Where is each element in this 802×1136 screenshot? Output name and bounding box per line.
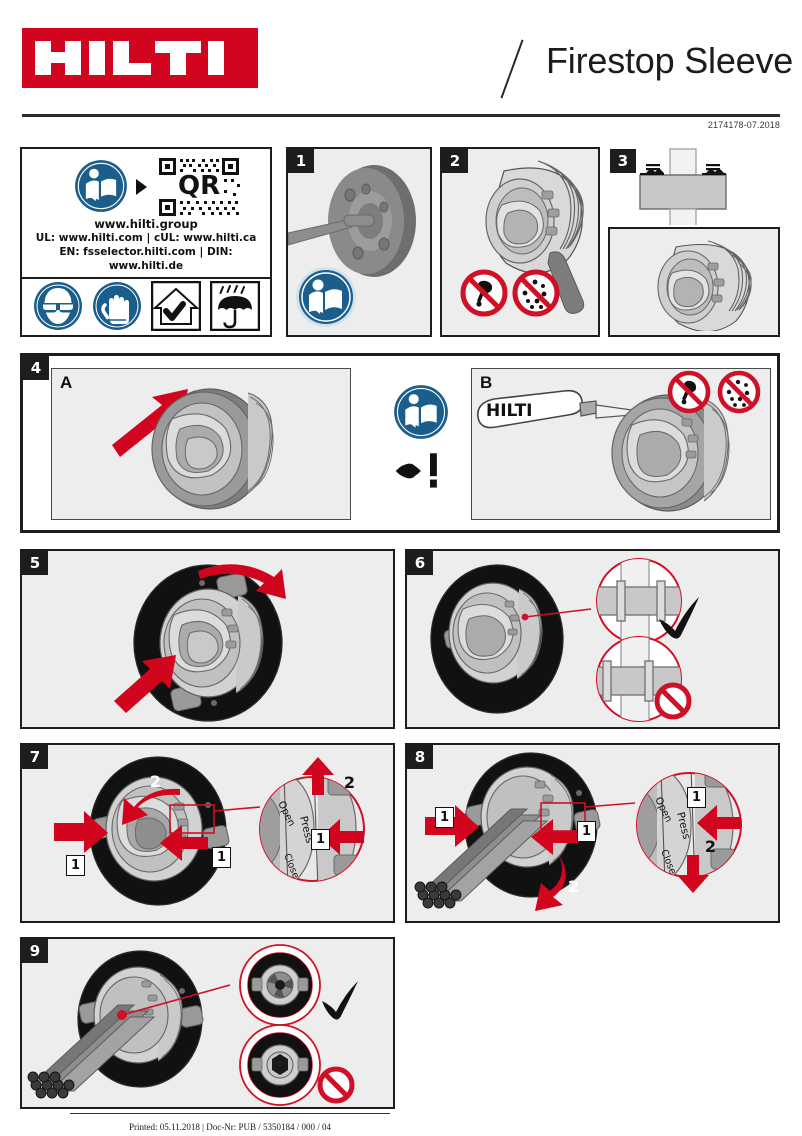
read-manual-icon xyxy=(75,160,127,212)
arrow-right-icon xyxy=(136,179,147,195)
ppe-icon-row xyxy=(22,277,270,335)
step-1-panel: 1 xyxy=(286,147,432,337)
document-number: 2174178-07.2018 xyxy=(707,120,780,130)
step-3-illustration xyxy=(657,240,752,331)
step-5-illustration xyxy=(114,564,286,722)
step-7-illustration: Open Press Close xyxy=(54,756,365,906)
step-7-panel: 7 xyxy=(20,743,395,923)
step-6-illustration xyxy=(430,558,699,722)
step-9-panel: 9 xyxy=(20,937,395,1109)
header-rule xyxy=(22,114,780,117)
step-4a-subpanel: A xyxy=(51,368,351,520)
url-ul-cul[interactable]: UL: www.hilti.com | cUL: www.hilti.ca xyxy=(35,232,257,244)
eye-warning-icon xyxy=(395,453,437,488)
footer: Printed: 05.11.2018 | Doc-Nr: PUB / 5350… xyxy=(70,1113,390,1135)
info-panel-top: QR www.hilti.group UL: www.hilti.com | c… xyxy=(22,149,270,279)
title-divider-slash xyxy=(500,39,524,99)
callout-1-left: 1 xyxy=(66,855,85,876)
step-6-panel: 6 xyxy=(405,549,780,729)
url-block: www.hilti.group UL: www.hilti.com | cUL:… xyxy=(22,217,270,273)
step-4-center-icons xyxy=(393,384,453,502)
callout-1-right: 1 xyxy=(212,847,231,868)
step-9-illustration xyxy=(27,944,358,1106)
callout-2-detail: 2 xyxy=(704,837,717,856)
keep-dry-icon xyxy=(209,281,260,331)
step-number-badge: 6 xyxy=(407,551,433,575)
hilti-tube-label: HILTI xyxy=(486,401,533,421)
step-2-panel: 2 xyxy=(440,147,600,337)
step-4b-illustration: HILTI xyxy=(477,370,761,512)
step-number-badge: 9 xyxy=(22,939,48,963)
callout-1-detail: 1 xyxy=(311,829,330,850)
hilti-logo xyxy=(22,28,258,88)
step-4b-subpanel: B HILTI xyxy=(471,368,771,520)
step-5-panel: 5 xyxy=(20,549,395,729)
callout-2-detail: 2 xyxy=(343,773,356,792)
page-header: Firestop Sleeve 2174178-07.2018 xyxy=(0,0,802,130)
qr-code-icon: QR xyxy=(158,157,244,217)
page-title: Firestop Sleeve xyxy=(546,40,794,81)
svg-text:QR: QR xyxy=(178,171,220,201)
callout-1-right: 1 xyxy=(577,821,596,842)
step-number-badge: 4 xyxy=(23,356,49,380)
step-3-section-diagram xyxy=(608,147,780,229)
indoor-use-icon xyxy=(150,281,201,331)
step-1-illustration xyxy=(288,165,416,327)
step-2-illustration xyxy=(460,160,585,317)
url-main[interactable]: www.hilti.group xyxy=(94,217,198,231)
safety-gloves-icon xyxy=(92,282,141,330)
callout-2-main: 2 xyxy=(149,772,162,791)
info-qr-panel: QR www.hilti.group UL: www.hilti.com | c… xyxy=(20,147,272,337)
step-8-illustration: Open Press Close xyxy=(414,752,742,911)
url-en-din[interactable]: EN: fsselector.hilti.com | DIN: www.hilt… xyxy=(59,246,233,272)
step-number-badge: 8 xyxy=(407,745,433,769)
step-number-badge: 2 xyxy=(442,149,468,173)
step-3-panel: 3 xyxy=(608,147,780,337)
step-number-badge: 3 xyxy=(610,149,636,173)
footer-text: Printed: 05.11.2018 | Doc-Nr: PUB / 5350… xyxy=(129,1122,331,1132)
subpanel-letter-b: B xyxy=(480,373,493,392)
step-number-badge: 1 xyxy=(288,149,314,173)
subpanel-letter-a: A xyxy=(60,373,73,392)
callout-1-left: 1 xyxy=(435,807,454,828)
step-4a-illustration xyxy=(112,388,274,510)
step-8-panel: 8 xyxy=(405,743,780,923)
step-4-panel: 4 A xyxy=(20,353,780,533)
step-number-badge: 5 xyxy=(22,551,48,575)
callout-1-detail: 1 xyxy=(687,787,706,808)
callout-2-main: 2 xyxy=(567,877,580,896)
read-manual-icon xyxy=(394,385,448,439)
step-number-badge: 7 xyxy=(22,745,48,769)
safety-goggles-icon xyxy=(33,282,82,330)
